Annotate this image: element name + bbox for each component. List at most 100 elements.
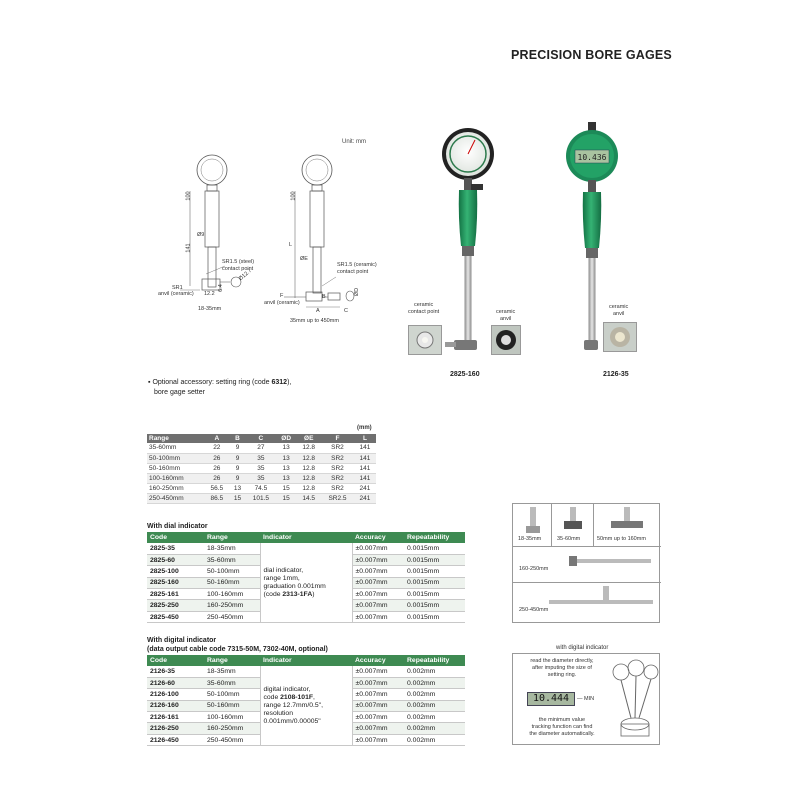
range-cell: 160-250mm [204, 722, 260, 735]
dim-d9: Ø9 [197, 232, 205, 238]
table-cell: 12.8 [296, 443, 322, 454]
table-cell: SR2 [321, 463, 354, 474]
dim2-100: 100 [290, 191, 297, 201]
indicator-line: 0.001mm/0.00005" [263, 717, 321, 725]
repeatability-cell: 0.002mm [404, 677, 465, 690]
dim-141: 141 [185, 243, 192, 253]
column-header: B [229, 434, 246, 443]
range-cell: 18-35mm [204, 543, 260, 555]
table-cell: 12.8 [296, 473, 322, 484]
table-cell: 141 [353, 453, 376, 464]
range-cell: 50-160mm [204, 577, 260, 590]
table-cell: 27 [245, 443, 276, 454]
range-cell: 35-60mm [204, 554, 260, 567]
drawing-18-35mm [180, 154, 242, 291]
code-cell: 2126-35 [147, 666, 204, 678]
digital-feature-panel: read the diameter directly, after imputi… [512, 653, 660, 745]
repeatability-cell: 0.002mm [404, 734, 465, 747]
repeatability-cell: 0.002mm [404, 688, 465, 701]
column-header: Indicator [260, 532, 352, 543]
drawing1-range: 18-35mm [198, 306, 222, 312]
column-header: Indicator [260, 655, 352, 666]
accuracy-cell: ±0.007mm [352, 599, 404, 612]
table-cell: 9 [229, 443, 246, 454]
column-header: Code [147, 532, 204, 543]
table-cell: 12.8 [296, 453, 322, 464]
dim2-F: F [280, 293, 284, 299]
accuracy-cell: ±0.007mm [352, 666, 404, 678]
column-header: Range [147, 434, 205, 443]
accuracy-cell: ±0.007mm [352, 677, 404, 690]
anvil-label-35-60: 35-60mm [557, 536, 581, 542]
digital-readout-photo: 10.436 [578, 153, 607, 162]
anvil-inset-2 [603, 322, 637, 352]
indicator-text: (code [263, 590, 283, 598]
dim2-C: C [344, 308, 348, 314]
table-cell: 9 [229, 463, 246, 474]
table-cell: 15 [229, 493, 246, 504]
indicator-line: resolution [263, 709, 293, 717]
table-cell: 101.5 [245, 493, 276, 504]
range-cell: 18-35mm [204, 666, 260, 678]
accuracy-cell: ±0.007mm [352, 611, 404, 624]
column-header: L [353, 434, 376, 443]
table-cell: 13 [275, 463, 297, 474]
indicator-code: 2313-1FA [282, 590, 313, 598]
dim-100: 100 [185, 191, 192, 201]
accessory-note: ▪ Optional accessory: setting ring (code… [148, 378, 291, 398]
accuracy-cell: ±0.007mm [352, 565, 404, 578]
unit-note: Unit: mm [342, 139, 366, 145]
drawing-35-450mm [284, 154, 355, 308]
range-cell: 160-250mm [204, 599, 260, 612]
sr1-label: SR1 [172, 285, 183, 291]
min-label: — MIN [577, 696, 595, 702]
digital-section-subheading: (data output cable code 7315-50M, 7302-4… [147, 646, 328, 653]
ceramic-anvil-callout-2: ceramic anvil [609, 304, 629, 317]
dim2-A: A [316, 308, 320, 314]
range-cell: 250-450mm [204, 611, 260, 624]
indicator-cell: digital indicator,code 2108-101F,range 1… [259, 666, 353, 747]
table-cell: 241 [353, 493, 376, 504]
table-cell: 13 [229, 483, 246, 494]
table-cell: 50-100mm [147, 453, 205, 464]
digital-readout-panel: 10.444 [527, 692, 575, 706]
code-cell: 2126-60 [147, 677, 204, 690]
column-header: ØE [296, 434, 322, 443]
digital-panel-text2: the minimum value tracking function can … [529, 717, 595, 737]
table-cell: 35 [245, 453, 276, 464]
table-cell: 50-160mm [147, 463, 205, 474]
dim2-B: B [322, 294, 326, 300]
repeatability-cell: 0.0015mm [404, 577, 465, 590]
table-cell: 56.5 [204, 483, 230, 494]
drawing2-range: 35mm up to 450mm [290, 318, 339, 324]
table-cell: 12.8 [296, 463, 322, 474]
dim2-dD: ØD [354, 287, 361, 297]
range-cell: 50-100mm [204, 565, 260, 578]
indicator-cell: dial indicator,range 1mm,graduation 0.00… [259, 543, 353, 624]
table-cell: 13 [275, 443, 297, 454]
anvil-label-160-250: 160-250mm [519, 566, 549, 572]
column-header: Accuracy [352, 532, 404, 543]
table-cell: 141 [353, 443, 376, 454]
accuracy-cell: ±0.007mm [352, 588, 404, 601]
indicator-line: (code 2313-1FA) [264, 591, 349, 599]
anvil-label-18-35: 18-35mm [518, 536, 542, 542]
table-cell: SR2 [321, 443, 354, 454]
table-cell: 14.5 [296, 493, 322, 504]
code-cell: 2126-250 [147, 722, 204, 735]
anvil-label-50-160: 50mm up to 160mm [597, 536, 646, 542]
indicator-text: code [263, 693, 281, 701]
ceramic-anvil-callout-1: ceramic anvil [496, 309, 516, 322]
dial-bore-gage-photo [442, 128, 494, 350]
table-cell: 13 [275, 453, 297, 464]
code-cell: 2126-160 [147, 700, 204, 713]
accessory-line-2: bore gage setter [154, 389, 205, 396]
